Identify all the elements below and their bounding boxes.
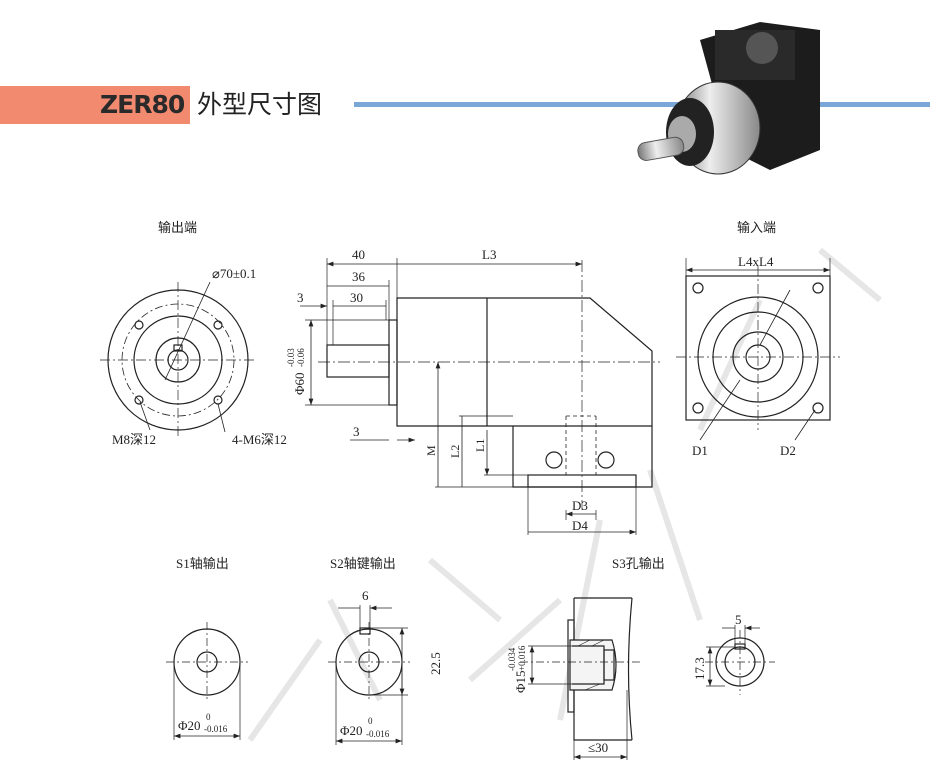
s2-tol-upper: 0 bbox=[368, 716, 373, 726]
title-banner bbox=[0, 86, 190, 124]
page-title: 外型尺寸图 bbox=[197, 90, 323, 119]
s1-view bbox=[166, 622, 248, 740]
s2-key-width: 6 bbox=[362, 588, 369, 603]
dim-phi60: Φ60 bbox=[292, 372, 307, 395]
input-end-label: 输入端 bbox=[737, 220, 776, 235]
s3-tol-upper: -0.034 bbox=[507, 647, 517, 671]
s2-height: 22.5 bbox=[428, 652, 443, 675]
output-end-view bbox=[100, 281, 256, 438]
dim-30: 30 bbox=[350, 290, 363, 305]
s2-label: S2轴键输出 bbox=[330, 556, 396, 571]
dim-L3: L3 bbox=[482, 247, 496, 262]
dim-M: M bbox=[424, 445, 438, 456]
dim-L2: L2 bbox=[448, 445, 462, 458]
s1-tol-lower: -0.016 bbox=[204, 724, 228, 734]
phi60-tol-upper: -0.03 bbox=[286, 348, 296, 367]
dim-36: 36 bbox=[352, 269, 366, 284]
s2-tol-lower: -0.016 bbox=[366, 729, 390, 739]
s1-dia: Φ20 bbox=[178, 718, 201, 733]
s3-key-width: 5 bbox=[735, 612, 742, 627]
dim-D4: D4 bbox=[572, 518, 588, 533]
s3-dia: Φ15 bbox=[513, 670, 528, 693]
output-end-label: 输出端 bbox=[158, 220, 197, 235]
dim-D2: D2 bbox=[780, 443, 796, 458]
dim-40: 40 bbox=[352, 247, 365, 262]
s2-view bbox=[328, 605, 410, 745]
s1-label: S1轴输出 bbox=[176, 556, 229, 571]
s3-tol-lower: +0.016 bbox=[517, 645, 527, 671]
dim-3-top: 3 bbox=[297, 290, 304, 305]
side-view bbox=[300, 258, 660, 535]
dim-L1: L1 bbox=[473, 439, 487, 452]
s3-depth: ≤30 bbox=[588, 740, 608, 755]
dim-D1: D1 bbox=[692, 443, 708, 458]
title-rule bbox=[354, 102, 930, 107]
gearbox-photo-icon bbox=[637, 22, 820, 175]
input-end-view bbox=[676, 258, 840, 441]
dim-3-bottom: 3 bbox=[353, 424, 360, 439]
thread-left-dim: M8深12 bbox=[112, 432, 156, 447]
s3-label: S3孔输出 bbox=[612, 556, 665, 571]
dim-L4xL4: L4xL4 bbox=[738, 254, 774, 269]
bolt-circle-dim: ⌀70±0.1 bbox=[212, 266, 256, 281]
s3-view bbox=[520, 597, 775, 760]
s2-dia: Φ20 bbox=[340, 723, 363, 738]
model-name: ZER80 bbox=[100, 90, 185, 119]
thread-right-dim: 4-M6深12 bbox=[232, 432, 287, 447]
watermark bbox=[247, 247, 882, 742]
s3-key-height: 17.3 bbox=[692, 657, 707, 680]
phi60-tol-lower: -0.06 bbox=[296, 348, 306, 367]
s1-tol-upper: 0 bbox=[206, 712, 211, 722]
dim-D3: D3 bbox=[572, 498, 588, 513]
